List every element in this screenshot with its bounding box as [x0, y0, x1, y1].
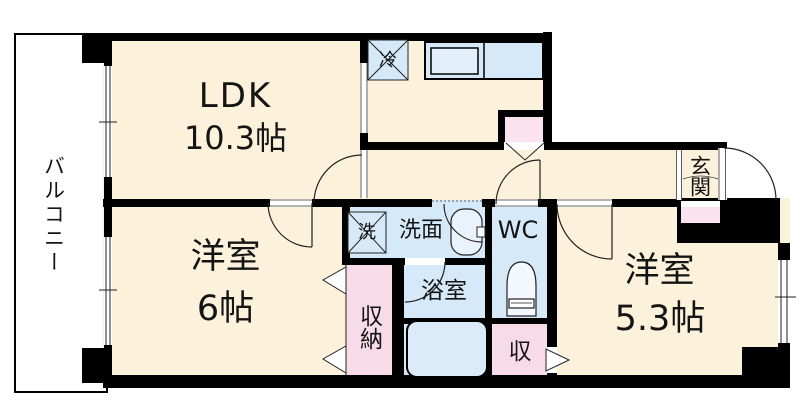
wall — [103, 199, 270, 207]
closet-small-floor — [490, 320, 550, 376]
wall — [485, 322, 492, 375]
wall — [342, 199, 350, 265]
wall — [552, 142, 727, 150]
wall — [360, 133, 368, 150]
entrance-label: 玄関 — [687, 155, 712, 197]
fridge-label: 冷 — [379, 50, 397, 71]
west1-size: 6帖 — [196, 288, 255, 329]
balcony-area — [14, 33, 108, 393]
west2-size: 5.3帖 — [614, 298, 706, 339]
ldk-size: 10.3帖 — [183, 119, 288, 157]
wall — [103, 33, 552, 41]
wall — [547, 199, 557, 375]
west2-label: 洋室 — [624, 250, 695, 291]
closet-floor — [346, 262, 396, 376]
washroom-label: 洗面 — [398, 218, 443, 243]
kitchen-closet-floor — [500, 112, 546, 144]
wall — [485, 199, 492, 322]
wall — [360, 142, 505, 150]
closet-small-label: 収 — [508, 338, 532, 365]
ldk-label: LDK — [198, 76, 273, 116]
wall — [498, 110, 505, 144]
wall — [392, 318, 557, 324]
wall — [342, 258, 492, 265]
balcony-label: バルコニー — [41, 155, 66, 275]
corridor-floor — [552, 142, 727, 208]
wall — [677, 198, 780, 243]
wc-label: WC — [497, 216, 539, 244]
wall — [742, 347, 790, 388]
wall — [104, 33, 112, 388]
wall — [392, 258, 404, 375]
wall — [360, 33, 368, 63]
wall — [82, 33, 110, 63]
closet-label: 収納 — [355, 304, 382, 350]
west1-label: 洋室 — [190, 236, 261, 277]
wall — [312, 199, 432, 207]
washer-label: 洗 — [358, 222, 376, 243]
wall — [498, 110, 548, 117]
wall — [103, 375, 790, 388]
wall — [543, 32, 552, 150]
wall — [612, 199, 677, 207]
bath-label: 浴室 — [421, 277, 467, 304]
